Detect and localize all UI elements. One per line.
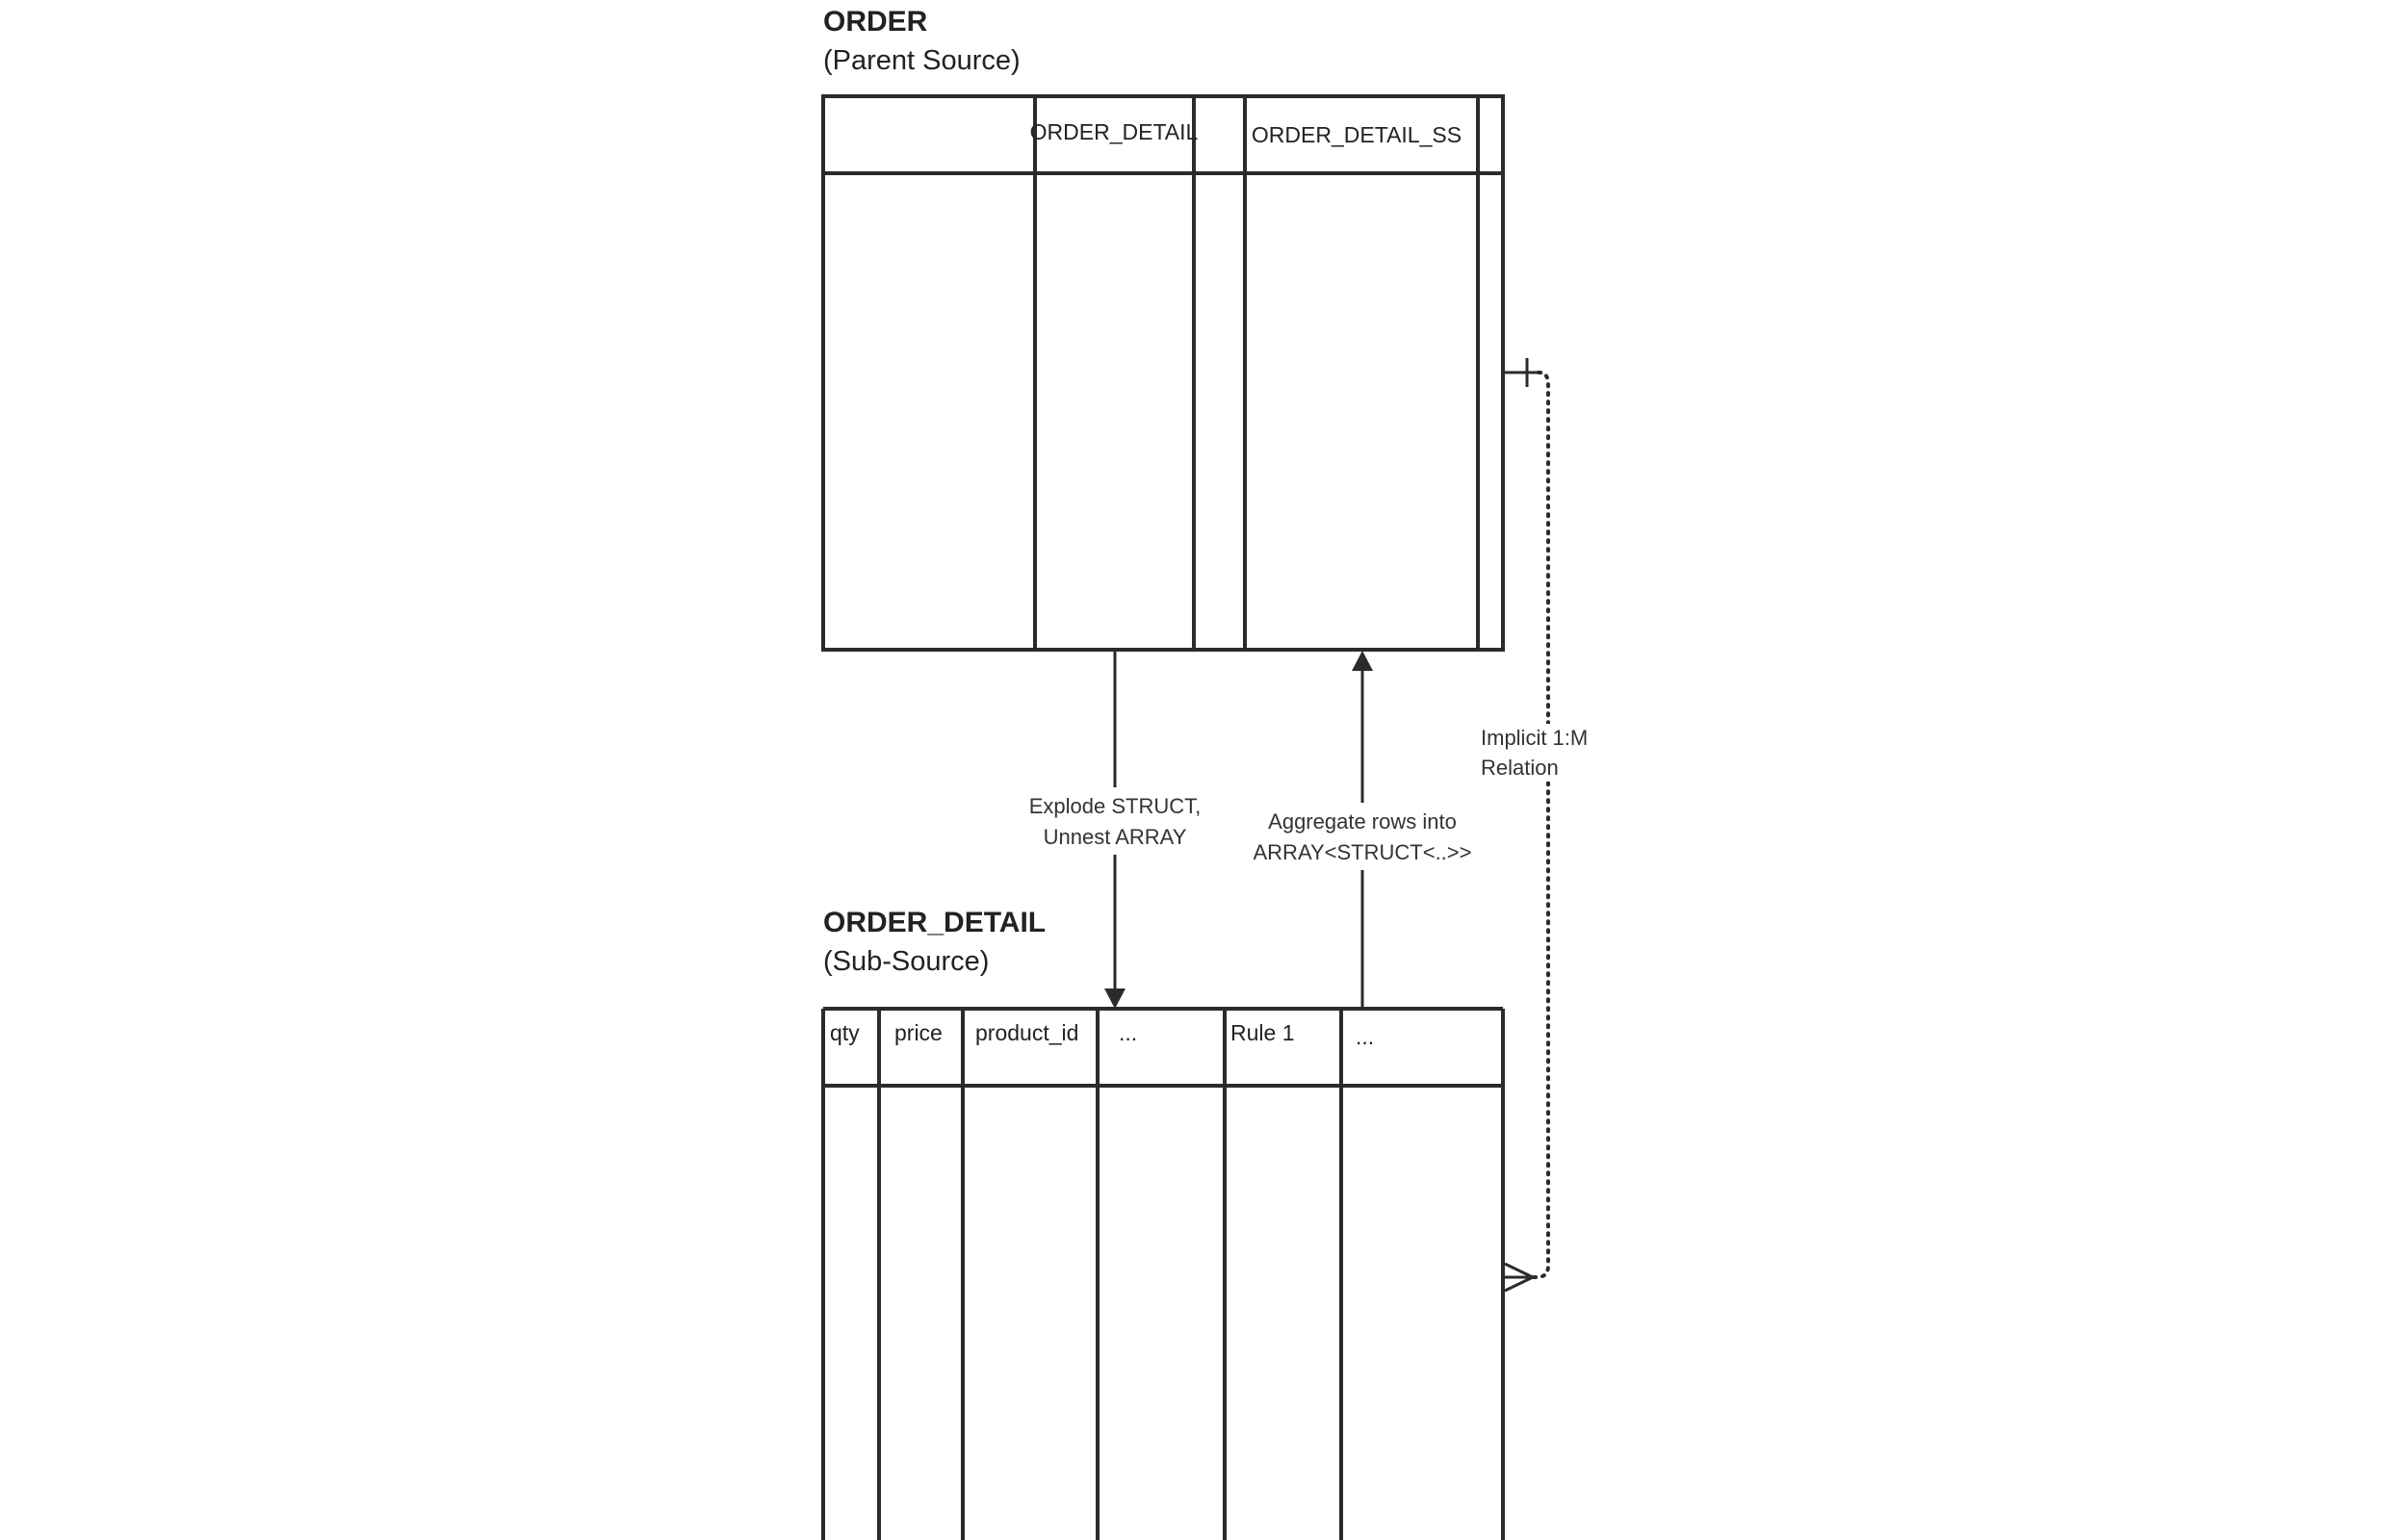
sub-table-subtitle: (Sub-Source) xyxy=(823,946,989,977)
explode-label-line-2: Unnest ARRAY xyxy=(1044,825,1187,849)
sub-header-price: price xyxy=(894,1020,943,1045)
parent-table-subtitle: (Parent Source) xyxy=(823,45,1021,76)
sub-header-ellipsis: ... xyxy=(1119,1020,1137,1045)
aggregate-label-line-1: Aggregate rows into xyxy=(1268,809,1457,834)
relation-dotted-line xyxy=(1529,371,1550,1279)
relation-label-line-1: Implicit 1:M xyxy=(1481,726,1588,750)
sub-header-qty: qty xyxy=(830,1020,860,1045)
explode-label-line-1: Explode STRUCT, xyxy=(1029,794,1202,818)
explode-arrowhead xyxy=(1104,988,1126,1009)
sub-header-product-id: product_id xyxy=(975,1020,1078,1045)
aggregate-arrowhead xyxy=(1352,651,1373,671)
parent-header-order-detail: ORDER_DETAIL xyxy=(1030,119,1199,144)
relation-connector: Implicit 1:M Relation xyxy=(1478,358,1603,1293)
parent-header-order-detail-ss: ORDER_DETAIL_SS xyxy=(1252,122,1462,147)
explode-connector: Explode STRUCT, Unnest ARRAY xyxy=(1021,650,1209,1009)
sub-header-rule-1: Rule 1 xyxy=(1230,1020,1294,1045)
aggregate-label-line-2: ARRAY<STRUCT<..>> xyxy=(1254,840,1472,864)
parent-table-border xyxy=(821,94,1505,652)
relation-many-marker xyxy=(1504,1262,1534,1279)
sub-table: ORDER_DETAIL (Sub-Source) qty price prod… xyxy=(821,907,1505,1540)
parent-table-title: ORDER xyxy=(823,6,928,38)
relation-label-line-2: Relation xyxy=(1481,756,1559,780)
sub-header-ellipsis-2: ... xyxy=(1356,1024,1374,1049)
sub-table-title: ORDER_DETAIL xyxy=(823,907,1046,938)
aggregate-connector: Aggregate rows into ARRAY<STRUCT<..>> xyxy=(1252,651,1473,1009)
parent-table: ORDER (Parent Source) ORDER_DETAIL ORDER… xyxy=(821,6,1505,652)
relation-many-marker xyxy=(1504,1275,1534,1293)
